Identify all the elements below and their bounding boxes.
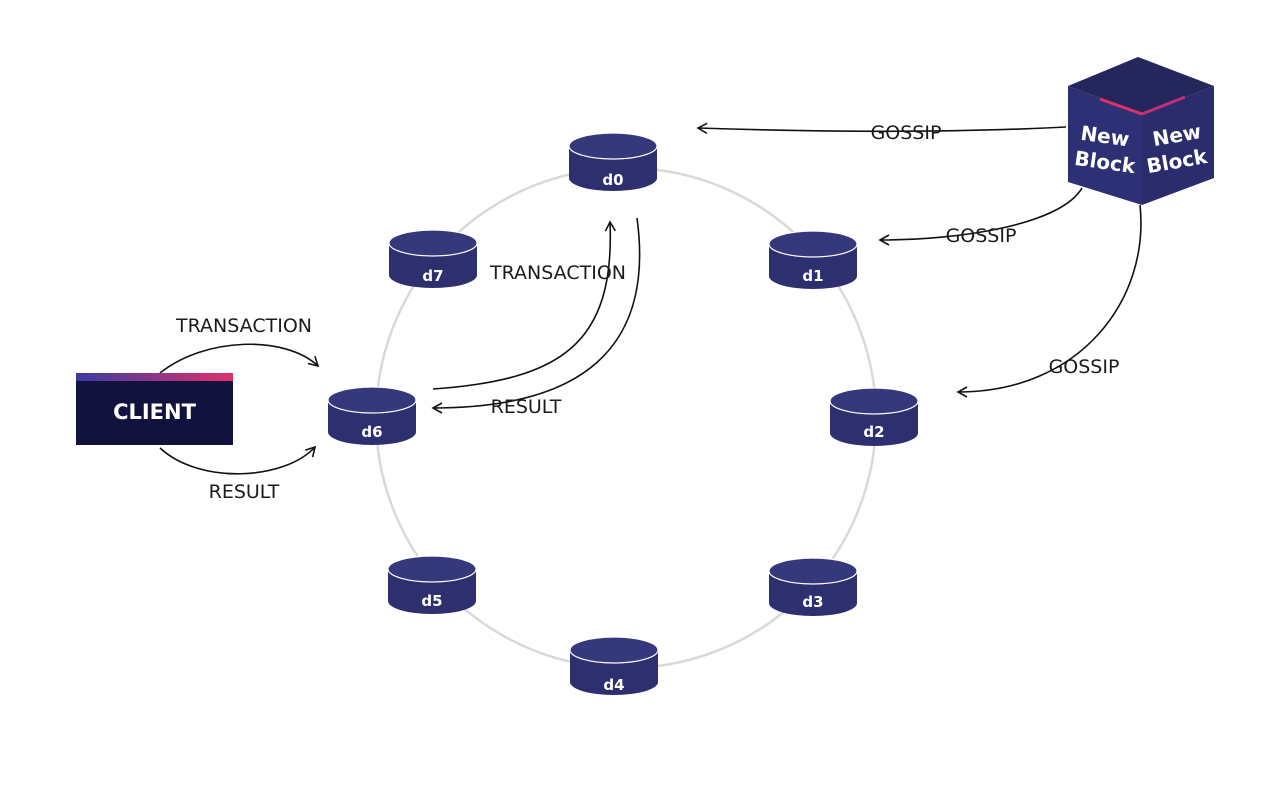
gossip-arrow-to-d1 bbox=[878, 187, 1083, 246]
node-d0-label: d0 bbox=[602, 171, 623, 189]
cube-accent-edge bbox=[1099, 97, 1143, 116]
node-d4: d4 bbox=[569, 636, 659, 695]
result-label-client: RESULT bbox=[209, 481, 280, 503]
client-label: CLIENT bbox=[113, 400, 197, 424]
node-d7-label: d7 bbox=[422, 267, 443, 285]
gossip-arrow-to-d0 bbox=[696, 122, 1067, 134]
gossip-arrow-to-d2 bbox=[956, 204, 1142, 398]
transaction-label-d6-d0: TRANSACTION bbox=[489, 262, 626, 284]
node-d3-label: d3 bbox=[802, 593, 823, 611]
result-arrow-client-to-d6 bbox=[159, 445, 317, 475]
cube-front-face bbox=[1068, 86, 1142, 205]
node-d3: d3 bbox=[768, 557, 858, 616]
node-d0: d0 bbox=[568, 132, 658, 191]
node-d2-label: d2 bbox=[863, 423, 884, 441]
gossip-label-d1: GOSSIP bbox=[946, 225, 1017, 247]
transaction-arrow-d6-to-d0 bbox=[432, 220, 617, 390]
cube-side-face bbox=[1142, 86, 1214, 205]
node-d4-label: d4 bbox=[603, 676, 624, 694]
node-d5-label: d5 bbox=[421, 592, 442, 610]
result-label-d0-d6: RESULT bbox=[491, 396, 562, 418]
client-accent-bar bbox=[76, 373, 233, 381]
node-d1: d1 bbox=[768, 230, 858, 289]
gossip-label-d2: GOSSIP bbox=[1049, 356, 1120, 378]
node-d2: d2 bbox=[829, 387, 919, 446]
cube-accent-edge-2 bbox=[1141, 95, 1186, 116]
node-d7: d7 bbox=[388, 229, 478, 288]
result-arrow-d0-to-d6 bbox=[431, 217, 641, 414]
new-block-cube: New Block New Block bbox=[1068, 57, 1214, 205]
node-d1-label: d1 bbox=[802, 267, 823, 285]
node-d6-label: d6 bbox=[361, 423, 382, 441]
node-d6: d6 bbox=[327, 386, 417, 445]
gossip-label-d0: GOSSIP bbox=[871, 122, 942, 144]
client-box: CLIENT bbox=[76, 373, 233, 445]
transaction-arrow-client-to-d6 bbox=[159, 343, 320, 374]
node-d5: d5 bbox=[387, 555, 477, 614]
transaction-label-client: TRANSACTION bbox=[175, 315, 312, 337]
